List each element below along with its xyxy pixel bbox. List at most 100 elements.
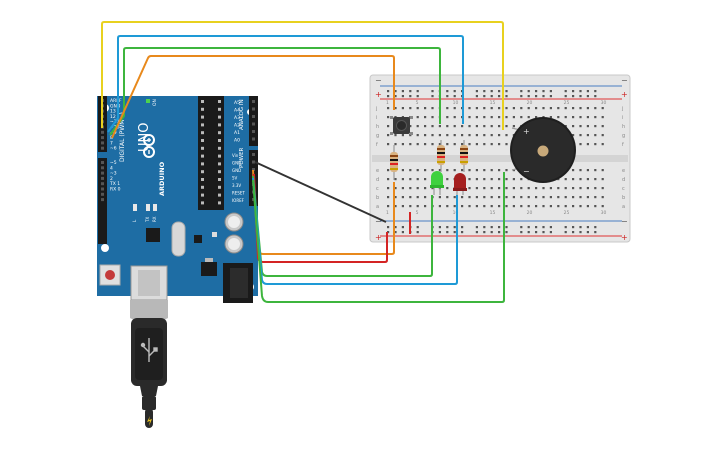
rail-plus-top: +	[375, 90, 382, 99]
row-letter: a	[376, 204, 379, 210]
digital-label: DIGITAL (PWM~)	[119, 112, 126, 162]
rail-minus-bottom: −	[375, 217, 382, 226]
led-l-label: L	[132, 219, 137, 222]
column-number: 5	[416, 210, 419, 216]
digital-pin-label: 13	[110, 109, 116, 115]
row-letter: j	[375, 106, 377, 112]
wire-blue-top[interactable]	[107, 35, 464, 133]
analog-pin-label: A4	[234, 108, 240, 114]
row-letter: i	[622, 115, 623, 121]
analog-pin-label: A0	[234, 138, 240, 144]
row-letter: f	[376, 142, 378, 148]
digital-pin-label: RX 0	[110, 187, 121, 193]
row-letter: e	[376, 168, 379, 174]
red-led	[453, 173, 467, 195]
rail-plus-bottom-right: +	[621, 233, 628, 242]
row-letter: c	[622, 186, 625, 192]
led-tx-label: TX	[145, 217, 150, 223]
analog-pin-label: A1	[234, 130, 240, 136]
wire-blue-bottom[interactable]	[252, 177, 458, 285]
wire-yellow[interactable]	[101, 21, 504, 130]
usb-chip	[146, 228, 160, 242]
microcontroller-chip	[198, 96, 224, 210]
digital-pin-label: 8	[110, 135, 113, 141]
column-number: 20	[527, 100, 533, 106]
row-letter: f	[622, 142, 624, 148]
wire-green-led[interactable]	[252, 175, 433, 277]
rail-minus-top: −	[375, 76, 382, 85]
mounting-hole	[101, 244, 109, 252]
column-number: 10	[453, 210, 459, 216]
wires	[101, 21, 505, 303]
row-letter: a	[622, 204, 625, 210]
row-letter: g	[622, 133, 625, 139]
analog-pin-label: A2	[234, 123, 240, 129]
row-letter: j	[621, 106, 623, 112]
power-pin-label: RESET	[232, 191, 245, 196]
analog-in-label: ANALOG IN	[239, 99, 245, 130]
digital-pin-label: ~6	[110, 146, 117, 152]
column-number: 30	[601, 210, 607, 216]
digital-pin-label: 7	[110, 140, 113, 146]
rail-plus-bottom: +	[375, 233, 382, 242]
resistor-red-led	[460, 140, 468, 172]
usb-symbol-icon	[140, 338, 158, 362]
piezo-buzzer: + −	[510, 117, 576, 183]
buzzer-minus: −	[523, 167, 530, 176]
digital-pin-label: TX 1	[109, 181, 120, 187]
reset-button[interactable]	[99, 264, 121, 286]
digital-pin-label: 12	[110, 114, 116, 120]
crystal-oscillator	[171, 221, 186, 257]
row-letter: i	[376, 115, 377, 121]
power-pin-label: 3.3V	[232, 183, 241, 188]
digital-pin-label: ~3	[110, 171, 117, 177]
power-led	[146, 99, 150, 103]
lightning-icon	[147, 416, 152, 426]
model-name: UNO	[137, 123, 152, 152]
voltage-regulator	[201, 262, 217, 276]
row-letter: h	[376, 124, 379, 130]
row-letter: e	[622, 168, 625, 174]
column-number: 25	[564, 210, 570, 216]
digital-pin-label: AREF	[110, 98, 122, 104]
analog-header	[249, 96, 258, 146]
led-rx-label: RX	[152, 216, 157, 222]
brand-name: ARDUINO	[158, 161, 166, 196]
digital-pin-label: ~5	[110, 160, 117, 166]
digital-pin-label: 4	[110, 165, 113, 171]
row-letter: b	[622, 195, 625, 201]
arduino-logo	[143, 134, 155, 158]
column-number: 15	[490, 210, 496, 216]
column-number: 1	[386, 210, 389, 216]
digital-pin-label: GND	[110, 103, 121, 109]
rail-plus-top-right: +	[621, 90, 628, 99]
column-number: 30	[601, 100, 607, 106]
row-letter: g	[376, 133, 379, 139]
row-letter: b	[376, 195, 379, 201]
wire-orange-top[interactable]	[111, 55, 395, 139]
wire-red[interactable]	[253, 173, 388, 263]
power-pin-label: Vin	[232, 153, 239, 158]
row-letter: h	[622, 124, 625, 130]
column-number: 10	[453, 100, 459, 106]
status-leds: L TX RX	[132, 204, 157, 223]
row-letter: d	[622, 177, 625, 183]
row-letter: c	[376, 186, 379, 192]
usb-cable	[130, 265, 168, 428]
row-letter: d	[376, 177, 379, 183]
wire-black[interactable]	[254, 161, 387, 223]
on-label: ON	[152, 99, 158, 106]
column-number: 15	[490, 100, 496, 106]
column-number: 20	[527, 210, 533, 216]
wire-green-top[interactable]	[109, 47, 441, 136]
rail-minus-top-right: −	[621, 76, 628, 85]
power-pin-label: GND	[232, 161, 241, 166]
push-button[interactable]	[390, 116, 413, 135]
column-number: 25	[564, 100, 570, 106]
rail-minus-bottom-right: −	[621, 217, 628, 226]
wire-green-buzzer[interactable]	[252, 172, 505, 303]
buzzer-plus: +	[523, 127, 530, 136]
